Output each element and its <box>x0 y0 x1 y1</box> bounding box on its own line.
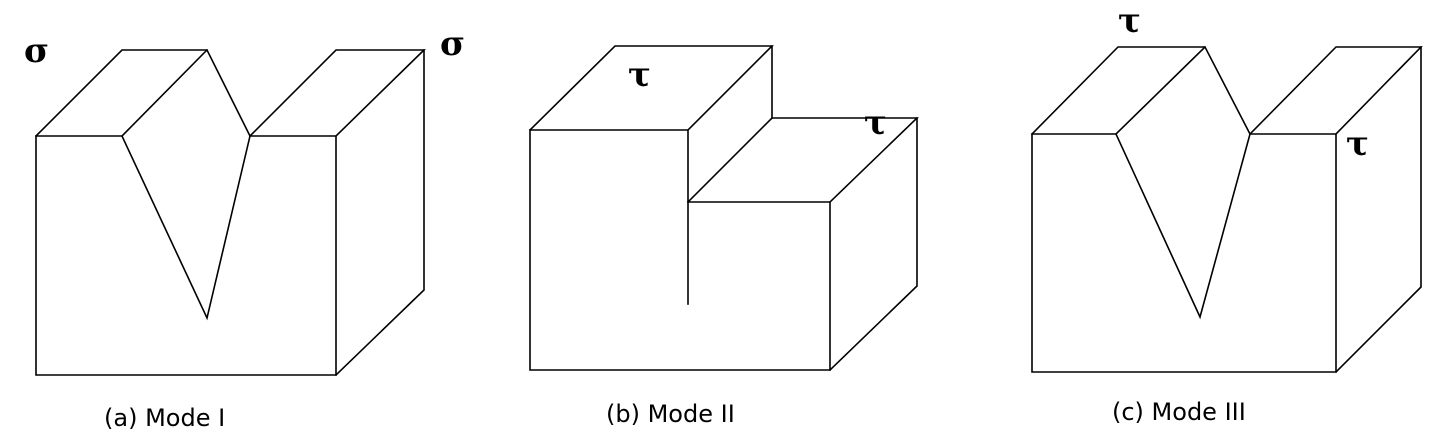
mode-1-stress-left: σ <box>24 31 49 71</box>
mode-1-block <box>34 48 426 377</box>
panel-mode-1: σ σ (a) Mode I <box>24 24 465 432</box>
mode-3-stress-right: τ <box>1346 124 1369 164</box>
panel-mode-3: τ τ (c) Mode III <box>1030 1 1423 426</box>
mode-2-caption: (b) Mode II <box>606 400 735 428</box>
mode-1-caption: (a) Mode I <box>104 404 225 432</box>
mode-3-stress-top: τ <box>1118 1 1141 41</box>
mode-3-block <box>1030 45 1423 374</box>
mode-2-block <box>528 45 919 372</box>
mode-2-stress-top: τ <box>628 55 651 95</box>
panel-mode-2: τ τ (b) Mode II <box>528 45 919 428</box>
mode-1-stress-right: σ <box>440 24 465 64</box>
mode-2-stress-right: τ <box>864 103 887 143</box>
mode-3-caption: (c) Mode III <box>1112 398 1246 426</box>
